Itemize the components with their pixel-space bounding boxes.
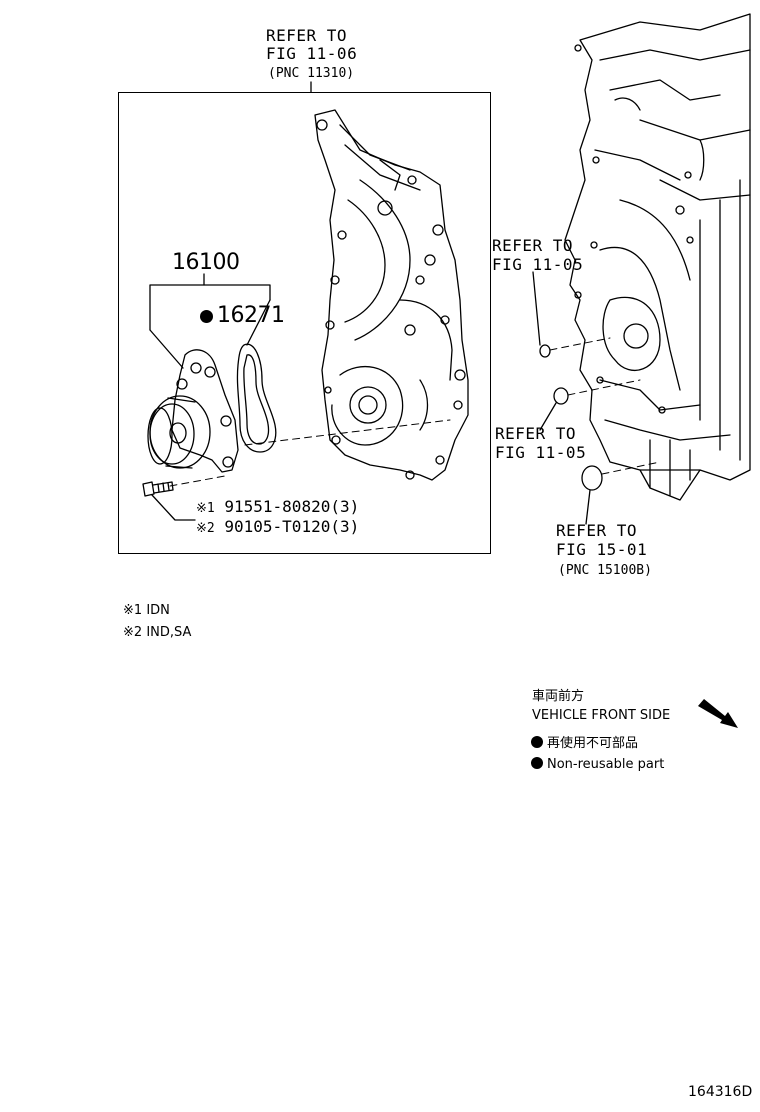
part-number-assembly: 16100 (172, 250, 240, 275)
ref-right-upper-line1: REFER TO (492, 236, 574, 255)
bolt (142, 481, 174, 497)
footnote-1-mark: ※1 (123, 603, 143, 618)
legend-nonreuse-en: Non-reusable part (547, 757, 665, 772)
ref-right-upper-line2: FIG 11-05 (492, 255, 584, 274)
non-reusable-dot-icon (200, 310, 213, 323)
o-ring-lower (581, 465, 603, 491)
footnote-1: ※1 IDN (123, 604, 170, 617)
dowel-ring-upper (539, 344, 551, 358)
vehicle-front-arrow-icon (698, 699, 738, 728)
legend-dot-icon (531, 757, 543, 769)
bolt-2-number: 90105-T0120(3) (224, 517, 360, 536)
water-pump-assembly (147, 349, 239, 473)
part-number-gasket: 16271 (200, 305, 285, 327)
ref-top-line1: REFER TO (266, 26, 348, 45)
bolt-1-number: 91551-80820(3) (224, 497, 360, 516)
ref-right-middle-line2: FIG 11-05 (495, 443, 587, 462)
footnote-2-text: IND,SA (146, 625, 192, 640)
ref-right-lower-line1: REFER TO (556, 521, 638, 540)
bolt-1-mark: ※1 (196, 501, 215, 516)
bolt-line-1: ※1 91551-80820(3) (196, 497, 360, 516)
footnote-1-text: IDN (146, 603, 170, 618)
legend-front-jp: 車両前方 (532, 689, 585, 704)
footnote-2-mark: ※2 (123, 625, 143, 640)
ref-right-middle-line1: REFER TO (495, 424, 577, 443)
bolt-2-mark: ※2 (196, 521, 215, 536)
footnote-2: ※2 IND,SA (123, 626, 191, 639)
figure-id: 164316D (688, 1084, 753, 1100)
bolt-line-2: ※2 90105-T0120(3) (196, 517, 360, 536)
water-pump-gasket (236, 343, 277, 453)
ref-top-line2: FIG 11-06 (266, 44, 358, 63)
engine-block (564, 13, 751, 501)
legend-nonreuse-jp: 再使用不可部品 (547, 736, 639, 751)
ref-top-pnc: (PNC 11310) (268, 66, 355, 81)
legend-nonreuse-jp-row: 再使用不可部品 (531, 736, 638, 750)
part-number-gasket-text: 16271 (217, 303, 285, 328)
legend-nonreuse-en-row: Non-reusable part (531, 757, 664, 771)
legend-front-en: VEHICLE FRONT SIDE (532, 708, 671, 723)
timing-chain-cover (314, 109, 469, 481)
ref-right-lower-pnc: (PNC 15100B) (558, 563, 652, 578)
legend-dot-icon (531, 736, 543, 748)
ref-right-lower-line2: FIG 15-01 (556, 540, 648, 559)
figure-frame (118, 92, 491, 554)
o-ring-middle (553, 387, 569, 405)
